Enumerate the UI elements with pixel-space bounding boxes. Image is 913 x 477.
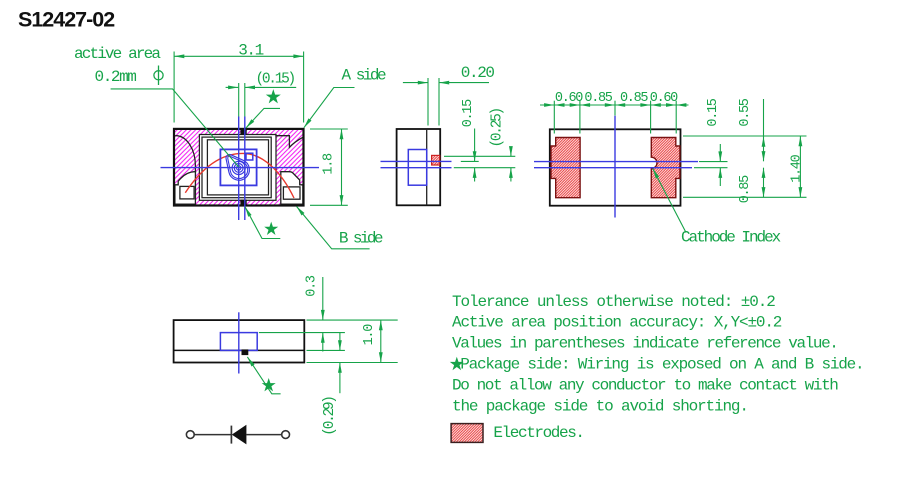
svg-text:0.2mm: 0.2mm [95,68,137,86]
svg-text:3.1: 3.1 [238,42,263,60]
svg-text:0.85: 0.85 [738,175,753,203]
svg-text:1.8: 1.8 [322,153,337,175]
svg-text:0.60: 0.60 [650,91,678,106]
svg-text:S12427-02: S12427-02 [18,8,115,32]
svg-text:0.85: 0.85 [620,91,648,106]
svg-text:active area: active area [74,45,161,63]
svg-text:Values in parentheses indicate: Values in parentheses indicate reference… [452,335,837,353]
svg-text:(0.15): (0.15) [256,72,295,88]
svg-text:0.3: 0.3 [305,275,320,297]
svg-text:0.85: 0.85 [584,91,612,106]
svg-text:Do not allow any conductor to: Do not allow any conductor to make conta… [452,376,838,394]
svg-text:the package side to avoid shor: the package side to avoid shorting. [452,397,748,415]
svg-text:(0.25): (0.25) [489,109,505,148]
svg-text:0.15: 0.15 [461,99,476,127]
svg-text:0.55: 0.55 [738,98,753,126]
svg-text:1.40: 1.40 [790,154,805,182]
svg-text:Cathode Index: Cathode Index [681,228,781,246]
svg-text:Active area position accuracy:: Active area position accuracy: X,Y<±0.2 [452,314,782,332]
svg-text:Package side: Wiring is expose: Package side: Wiring is exposed on A and… [460,356,863,374]
svg-text:B side: B side [339,229,383,247]
svg-text:(0.29): (0.29) [322,397,338,436]
svg-text:Tolerance unless otherwise not: Tolerance unless otherwise noted: ±0.2 [452,293,775,311]
svg-text:0.60: 0.60 [555,91,583,106]
svg-text:Electrodes.: Electrodes. [493,424,583,442]
svg-text:1.0: 1.0 [362,324,377,346]
svg-text:0.20: 0.20 [461,64,495,82]
svg-text:A side: A side [342,66,387,84]
svg-text:0.15: 0.15 [706,98,721,126]
